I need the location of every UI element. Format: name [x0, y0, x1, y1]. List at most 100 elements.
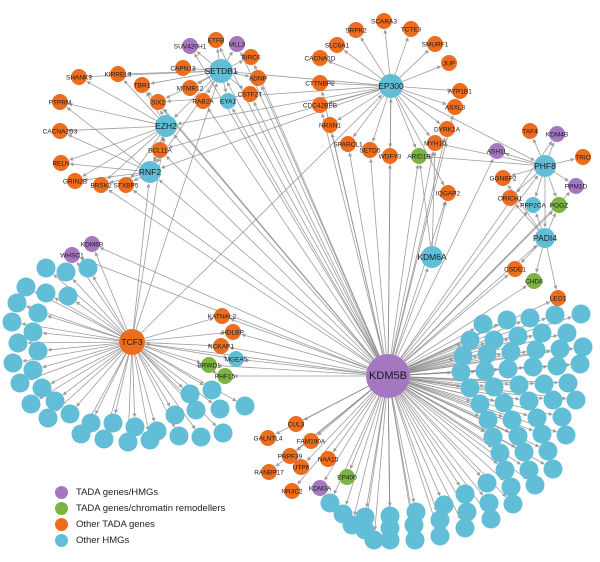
hmg-node [404, 515, 424, 535]
gene-node-hdlbp: HDLBP [222, 324, 244, 340]
hmg-node [481, 509, 501, 529]
gene-node-mll3: MLL3 [229, 36, 246, 52]
edge-arrow [353, 95, 385, 138]
node-label: PTPRM [49, 99, 72, 106]
node-circle [403, 21, 419, 37]
node-circle [260, 430, 276, 446]
hmg-node [547, 356, 567, 376]
edge-arrow [387, 164, 392, 355]
legend-item: Other TADA genes [55, 516, 225, 532]
node-circle [209, 59, 233, 83]
edge-arrow [69, 129, 156, 161]
edge-arrow [395, 396, 438, 511]
edge-arrow [394, 396, 438, 527]
edge-arrow [365, 397, 386, 521]
hmg-node [28, 303, 48, 323]
edge-arrow [394, 37, 409, 75]
gene-node-atp1b1: ATP1B1 [448, 83, 472, 99]
edge-arrow [197, 76, 211, 85]
node-circle [382, 148, 398, 164]
hmg-node [501, 342, 521, 362]
node-circle [152, 142, 168, 158]
hmg-node [497, 310, 517, 330]
node-circle [220, 93, 236, 109]
edge-arrow [431, 151, 437, 247]
hmg-node [430, 526, 450, 546]
hmg-node [186, 400, 206, 420]
hmg-node [140, 430, 160, 450]
hmg-node [550, 339, 570, 359]
edge-arrow [534, 176, 543, 197]
edge-arrow [132, 183, 151, 330]
edge-arrow [396, 96, 445, 186]
gene-node-etfb: ETFB [208, 32, 224, 48]
gene-node-ep400: EP400 [337, 469, 357, 485]
edge-arrow [390, 164, 420, 355]
gene-node-rnf2: RNF2 [139, 161, 161, 183]
hmg-node [543, 459, 563, 479]
gene-node-trio: TRIO [575, 149, 591, 165]
hmg-node [534, 374, 554, 394]
edge-arrow [160, 110, 164, 116]
hmg-node [78, 258, 98, 278]
node-circle [535, 228, 555, 248]
edge-arrow [94, 251, 128, 331]
edge-arrow [401, 392, 484, 496]
edge-arrow [535, 247, 543, 273]
node-label: POGZ [550, 202, 568, 209]
hmg-node [545, 305, 565, 325]
node-label: PRPF39 [278, 453, 303, 460]
node-circle [507, 261, 523, 277]
edge-arrow [548, 176, 557, 197]
legend-item: Other HMGs [55, 532, 225, 548]
hmg-node [508, 426, 528, 446]
edge-arrow [392, 115, 454, 355]
gene-node-birc6: BIRC6 [241, 49, 261, 65]
node-label: KDM6A [417, 252, 447, 262]
node-circle [550, 290, 566, 306]
hmg-node [8, 333, 28, 353]
gene-node-grin2b: GRIN2B [63, 173, 87, 189]
edge-arrow [400, 175, 539, 359]
node-circle [440, 185, 456, 201]
edge-arrow [66, 107, 142, 166]
edge-arrow [140, 94, 383, 334]
hmg-node [470, 394, 490, 414]
gene-node-cacna1d: CACNA1D [304, 50, 336, 66]
legend-swatch [55, 485, 68, 499]
edge-arrow [337, 92, 382, 121]
node-circle [261, 464, 277, 480]
edge-arrow [139, 352, 196, 430]
edge-arrow [86, 81, 157, 121]
edge-arrow [408, 382, 471, 402]
gene-node-katnal2: KATNAL2 [208, 308, 237, 324]
gene-node-arid1b: ARID1B [407, 148, 431, 164]
edge-arrow [402, 391, 481, 476]
edge-arrow [443, 143, 535, 165]
edge-arrow [365, 397, 385, 508]
edge-arrow [168, 88, 380, 149]
hmg-node [483, 427, 503, 447]
hmg-node [477, 473, 497, 493]
edge-arrow [85, 353, 127, 426]
gene-node-naa15: NAA15 [318, 451, 339, 467]
edge-arrow [230, 78, 244, 89]
edge-arrow [114, 354, 130, 414]
edge-arrow [427, 155, 535, 166]
edge-arrow [229, 346, 367, 373]
edge-arrow [160, 89, 380, 169]
edge-arrow [399, 394, 460, 486]
node-label: DYRK1A [434, 126, 461, 133]
node-circle [568, 178, 584, 194]
edge-arrow [392, 137, 447, 355]
edge-arrow [207, 108, 377, 358]
gene-node-cul3: CUL3 [288, 416, 305, 432]
edge-arrow [404, 390, 504, 481]
node-label: CTTNBP2 [305, 80, 335, 87]
node-circle [452, 83, 468, 99]
hmg-node [566, 390, 586, 410]
gene-node-kdm6a: KDM6A [417, 246, 447, 268]
node-circle [225, 324, 241, 340]
edge-arrow [135, 354, 156, 422]
